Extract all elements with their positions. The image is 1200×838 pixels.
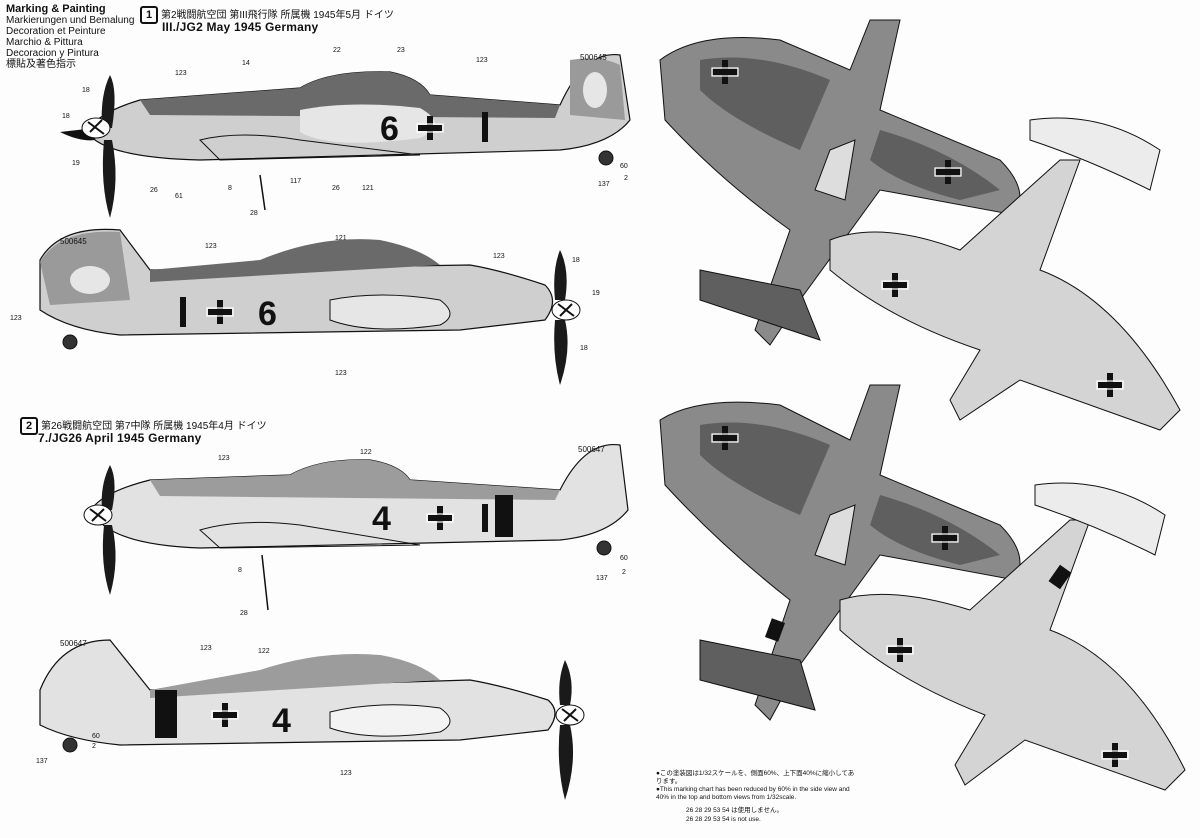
callout-s1-123b: 123 — [476, 57, 488, 64]
callout-s1-19: 19 — [72, 160, 80, 167]
callout-s2-60: 60 — [620, 555, 628, 562]
scheme1-number-badge: 1 — [140, 6, 158, 24]
scheme1-left-serial: 500645 — [580, 53, 607, 62]
scale-note-jp: ●この塗装図は1/32スケールを、側面60%、上下面40%に縮小してあります。 — [656, 770, 855, 785]
callout-s1-60: 60 — [620, 163, 628, 170]
scheme2-bottom-view — [839, 482, 1186, 791]
scale-note-en: ●This marking chart has been reduced by … — [656, 786, 850, 801]
header-lang-2: Decoration et Peinture — [6, 26, 106, 37]
callout-s1-117: 117 — [290, 178, 301, 185]
callout-s1-61: 61 — [175, 193, 183, 200]
callout-s2b-123b: 123 — [340, 770, 352, 777]
callout-s1-18b: 18 — [62, 113, 70, 120]
header-lang-3: Marchio & Pittura — [6, 37, 83, 48]
callout-s1b-18: 18 — [572, 257, 580, 264]
callout-s2-137: 137 — [596, 575, 608, 582]
callout-s2b-122: 122 — [258, 648, 270, 655]
scheme2-right-serial: 500647 — [60, 639, 87, 648]
unused-note-jp: 26 28 29 53 54 は使用しません。 — [686, 807, 783, 814]
header-lang-5: 標貼及著色指示 — [6, 59, 76, 70]
callout-s1-18a: 18 — [82, 87, 90, 94]
callout-s1b-123b: 123 — [493, 253, 505, 260]
header-lang-4: Decoracion y Pintura — [6, 48, 99, 59]
scheme1-right-profile: 6 500645 — [39, 228, 581, 385]
callout-s1-137: 137 — [598, 181, 610, 188]
scheme2-right-code: 4 — [272, 702, 291, 740]
callout-s1-22: 22 — [333, 47, 341, 54]
callout-s1-121: 121 — [362, 185, 374, 192]
callout-s1-8: 8 — [228, 185, 232, 192]
callout-s2-122: 122 — [360, 449, 372, 456]
unused-note-en: 26 28 29 53 54 is not use. — [686, 816, 761, 823]
scheme1-top-view — [659, 19, 1021, 346]
callout-s2-8: 8 — [238, 567, 242, 574]
scheme1-title-en: III./JG2 May 1945 Germany — [162, 20, 319, 34]
scheme2-left-serial: 500647 — [578, 445, 605, 454]
callout-s2-28: 28 — [240, 610, 248, 617]
callout-s1b-123c: 123 — [335, 370, 347, 377]
callout-numbers: 123 18 18 19 26 61 8 117 28 26 121 14 22… — [10, 47, 628, 777]
marking-header: Marking & Painting Markierungen und Bema… — [6, 3, 135, 71]
callout-s1-26: 26 — [150, 187, 158, 194]
scheme1-bottom-view — [829, 117, 1181, 431]
callout-s2-2: 2 — [622, 569, 626, 576]
scheme2-jp-text: 第26戦闘航空団 第7中隊 所属機 1945年4月 ドイツ — [41, 421, 267, 432]
scheme1-right-code: 6 — [258, 295, 277, 333]
callout-s1-2: 2 — [624, 175, 628, 182]
callout-s2-123: 123 — [218, 455, 230, 462]
scale-note: ●この塗装図は1/32スケールを、側面60%、上下面40%に縮小してあります。 … — [656, 770, 856, 802]
scheme1-right-serial: 500645 — [60, 237, 87, 246]
callout-s2b-137: 137 — [36, 758, 48, 765]
callout-s2b-123: 123 — [200, 645, 212, 652]
scheme2-number-badge: 2 — [20, 417, 38, 435]
callout-s1-123: 123 — [175, 70, 187, 77]
callout-s1-23: 23 — [397, 47, 405, 54]
callout-s2b-60: 60 — [92, 733, 100, 740]
callout-s1b-8: 123 — [10, 315, 22, 322]
callout-s1b-18b: 18 — [580, 345, 588, 352]
scheme2-right-profile: 4 500647 — [39, 639, 585, 800]
scheme2-title-en: 7./JG26 April 1945 Germany — [38, 431, 202, 445]
scheme1-left-code: 6 — [380, 110, 399, 148]
callout-s1b-19: 19 — [592, 290, 600, 297]
callout-s1-28: 28 — [250, 210, 258, 217]
scheme2-top-view — [659, 384, 1021, 721]
callout-s1-26b: 26 — [332, 185, 340, 192]
scheme2-left-profile: 4 500647 — [83, 443, 629, 611]
callout-s2b-2: 2 — [92, 743, 96, 750]
callout-s1b-121: 121 — [335, 235, 347, 242]
scheme2-left-code: 4 — [372, 500, 391, 538]
callout-s1-121b: 14 — [242, 60, 250, 67]
scheme1-jp-text: 第2戦闘航空団 第III飛行隊 所属機 1945年5月 ドイツ — [161, 10, 394, 21]
header-lang-1: Markierungen und Bemalung — [6, 15, 135, 26]
header-title: Marking & Painting — [6, 3, 106, 15]
scheme1-left-profile: 6 500645 — [60, 53, 631, 218]
unused-decals-note: 26 28 29 53 54 は使用しません。 26 28 29 53 54 i… — [686, 806, 783, 824]
callout-s1b-123: 123 — [205, 243, 217, 250]
